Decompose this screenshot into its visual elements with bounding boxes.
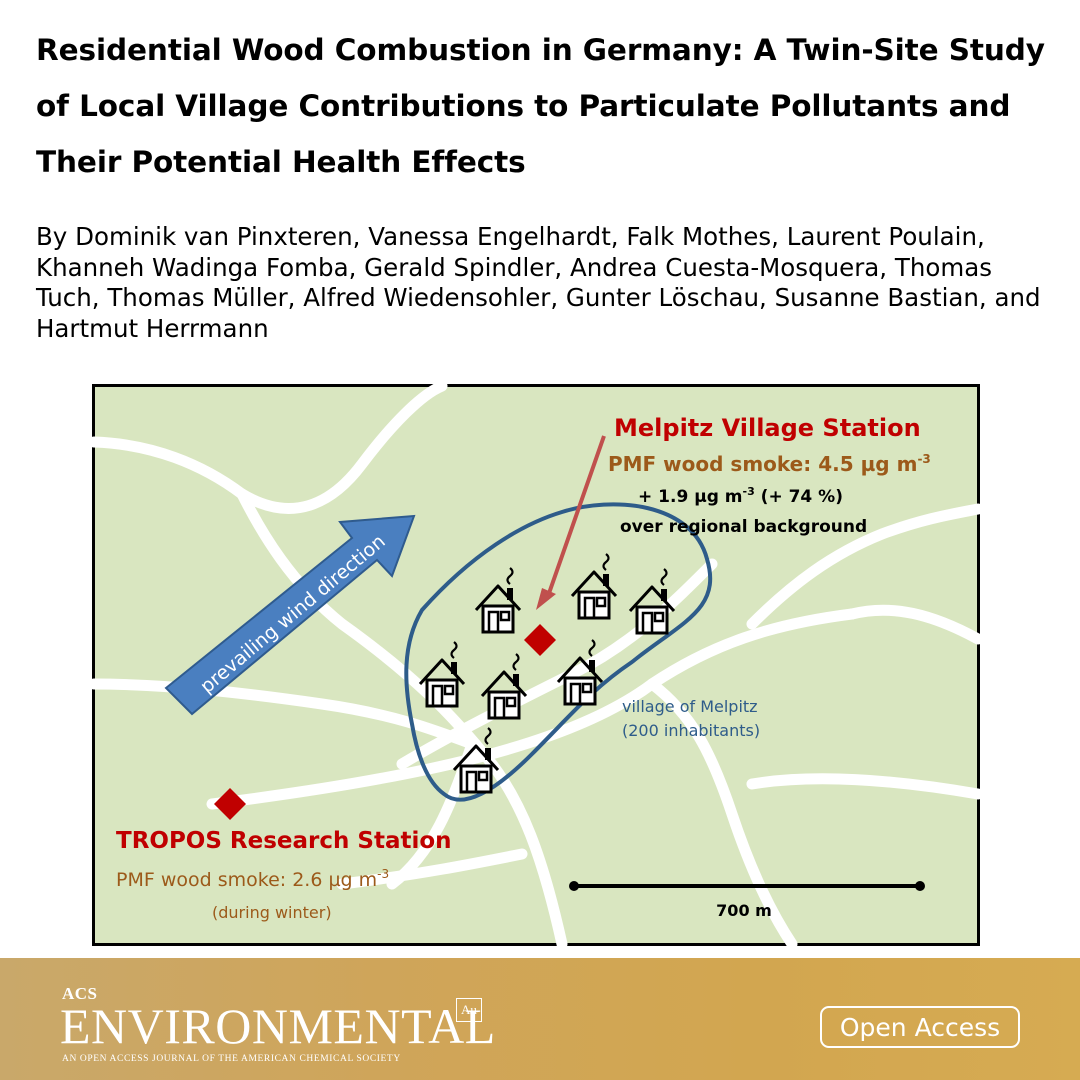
research-pmf-value: PMF wood smoke: 2.6 µg m-3 (116, 867, 389, 891)
village-name: village of Melpitz (622, 697, 758, 716)
research-season-note: (during winter) (212, 903, 332, 922)
village-background-note: over regional background (620, 517, 867, 537)
village-station-label: Melpitz Village Station PMF wood smoke: … (608, 414, 931, 537)
village-station-name: Melpitz Village Station (614, 414, 921, 442)
village-station-marker (524, 435, 606, 656)
map-figure: prevailing wind direction Melpitz Villag… (92, 384, 980, 946)
toc-graphic: prevailing wind direction Melpitz Villag… (92, 384, 980, 946)
village-boundary (404, 502, 713, 802)
scale-bar: 700 m (569, 881, 925, 920)
road-network (92, 384, 980, 946)
scale-label: 700 m (716, 901, 772, 920)
village-increase: + 1.9 µg m-3 (+ 74 %) (638, 485, 843, 507)
author-list: By Dominik van Pinxteren, Vanessa Engelh… (36, 222, 1041, 343)
research-station-name: TROPOS Research Station (116, 828, 452, 854)
research-station-label: TROPOS Research Station PMF wood smoke: … (116, 828, 452, 922)
article-title: Residential Wood Combustion in Germany: … (36, 33, 1045, 179)
logo-journal-name: ENVIRONMENTAL (60, 998, 496, 1054)
journal-footer: ACS ENVIRONMENTAL Au AN OPEN ACCESS JOUR… (0, 958, 1080, 1080)
logo-tagline: AN OPEN ACCESS JOURNAL OF THE AMERICAN C… (62, 1054, 401, 1064)
village-pmf-value: PMF wood smoke: 4.5 µg m-3 (608, 452, 931, 476)
logo-acs: ACS (62, 984, 98, 1003)
village-label: village of Melpitz (200 inhabitants) (622, 697, 760, 740)
open-access-button[interactable]: Open Access (820, 1006, 1020, 1048)
research-station-marker (214, 788, 246, 820)
au-badge: Au (456, 998, 482, 1022)
village-inhabitants: (200 inhabitants) (622, 721, 760, 740)
